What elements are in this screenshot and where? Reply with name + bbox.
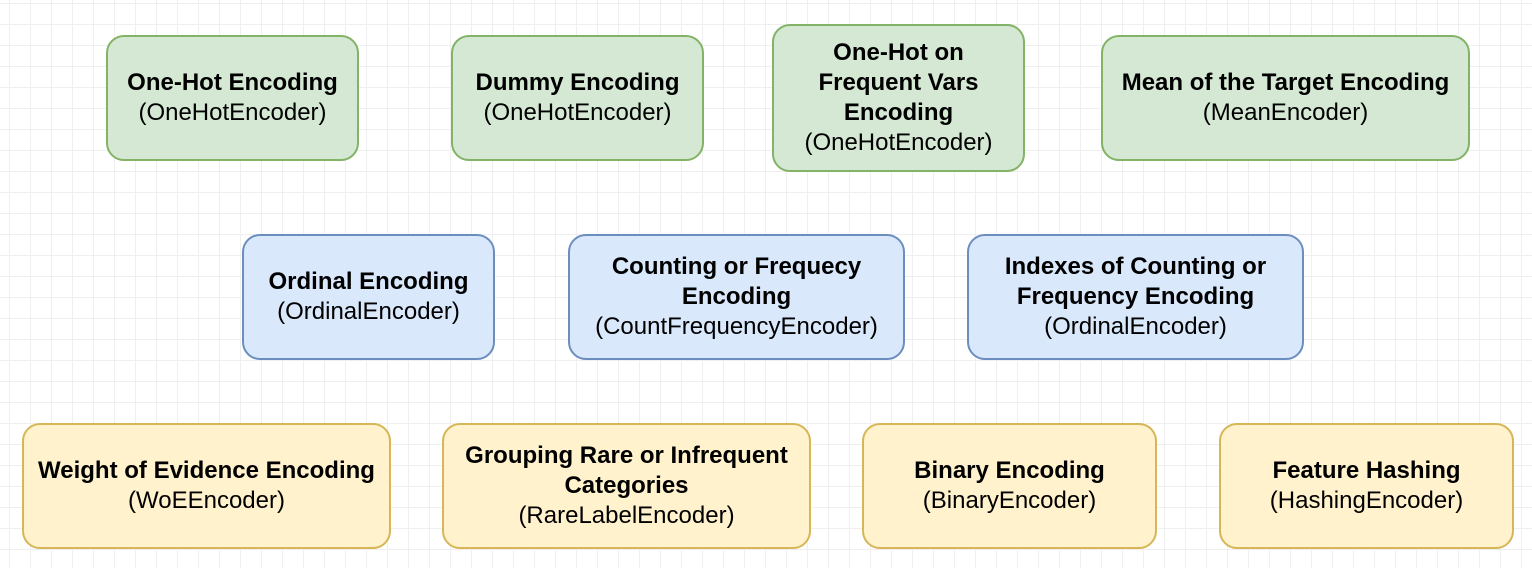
node-counting-frequency-encoding[interactable]: Counting or Frequecy Encoding (CountFreq… [568,234,905,360]
node-title: One-Hot on Frequent Vars Encoding [818,39,979,126]
node-title: Mean of the Target Encoding [1121,69,1450,96]
node-title: One-Hot Encoding [127,69,338,96]
node-subtitle: (OrdinalEncoder) [1044,313,1227,340]
node-subtitle: (BinaryEncoder) [922,487,1097,514]
node-subtitle: (RareLabelEncoder) [518,502,735,529]
node-title: Counting or Frequecy Encoding [611,253,862,310]
node-title: Weight of Evidence Encoding [38,457,375,484]
node-mean-target-encoding[interactable]: Mean of the Target Encoding (MeanEncoder… [1101,35,1470,161]
node-title: Grouping Rare or Infrequent Categories [465,442,788,499]
node-subtitle: (CountFrequencyEncoder) [595,313,878,340]
node-indexes-counting-frequency-encoding[interactable]: Indexes of Counting or Frequency Encodin… [967,234,1304,360]
node-subtitle: (OneHotEncoder) [138,99,327,126]
node-dummy-encoding[interactable]: Dummy Encoding (OneHotEncoder) [451,35,704,161]
node-one-hot-encoding[interactable]: One-Hot Encoding (OneHotEncoder) [106,35,359,161]
node-title: Dummy Encoding [475,69,680,96]
node-subtitle: (OneHotEncoder) [483,99,672,126]
node-title: Indexes of Counting or Frequency Encodin… [1004,253,1267,310]
node-subtitle: (OneHotEncoder) [804,129,993,156]
node-title: Feature Hashing [1272,457,1461,484]
node-grouping-rare-categories[interactable]: Grouping Rare or Infrequent Categories (… [442,423,811,549]
node-binary-encoding[interactable]: Binary Encoding (BinaryEncoder) [862,423,1157,549]
node-subtitle: (HashingEncoder) [1269,487,1464,514]
node-subtitle: (OrdinalEncoder) [277,298,460,325]
node-title: Binary Encoding [914,457,1105,484]
node-subtitle: (WoEEncoder) [128,487,285,514]
node-subtitle: (MeanEncoder) [1202,99,1369,126]
node-feature-hashing[interactable]: Feature Hashing (HashingEncoder) [1219,423,1514,549]
node-ordinal-encoding[interactable]: Ordinal Encoding (OrdinalEncoder) [242,234,495,360]
node-weight-of-evidence-encoding[interactable]: Weight of Evidence Encoding (WoEEncoder) [22,423,391,549]
node-one-hot-frequent-vars-encoding[interactable]: One-Hot on Frequent Vars Encoding (OneHo… [772,24,1025,172]
node-title: Ordinal Encoding [268,268,469,295]
